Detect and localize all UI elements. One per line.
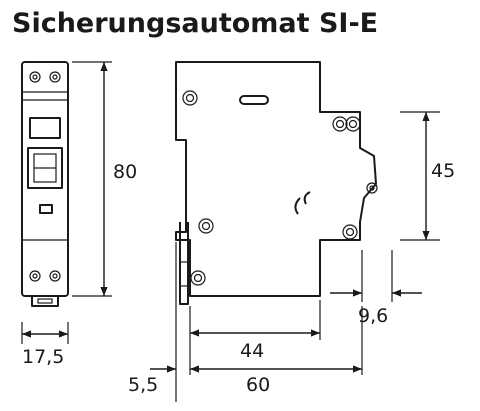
dim-5-5-label: 5,5 [128,374,158,396]
side-screw-middle-left [198,218,214,234]
dim-45-height: 45 [400,111,455,241]
side-screw-bottom-left [190,270,206,286]
side-screw-top-left [182,90,198,106]
front-bottom-right-screw [49,270,61,282]
front-top-right-screw [49,71,61,83]
side-view-arc-slot-2 [303,191,311,205]
front-view-body [21,61,69,297]
front-din-clip [31,296,59,307]
dim-17-5-label: 17,5 [22,346,64,368]
front-toggle-lever [27,147,63,189]
front-top-left-screw [29,71,41,83]
side-view-arc-slot-1 [294,197,301,215]
front-bottom-left-screw [29,270,41,282]
side-view [175,61,378,305]
dim-9-6-offset: 9,6 [330,250,422,327]
dim-17-5-width: 17,5 [21,322,69,368]
dim-80-label: 80 [113,161,137,183]
dim-45-label: 45 [431,160,455,182]
dim-44-depth: 44 [189,300,321,375]
dim-5-5-offset: 5,5 [128,242,177,402]
side-view-body [175,61,377,297]
side-view-din-foot [179,222,189,305]
dim-44-label: 44 [240,340,264,362]
front-view [21,61,69,307]
side-screw-middle-right [342,224,358,240]
side-view-slot [239,95,269,105]
dim-60-depth: 60 [190,306,363,396]
side-screw-top-right [332,116,361,132]
front-label-window [29,117,61,139]
dim-9-6-label: 9,6 [358,305,388,327]
side-lever-pivot [366,182,378,194]
dim-60-label: 60 [246,374,270,396]
diagram-title: Sicherungsautomat SI-E [12,8,378,39]
front-indicator [39,204,53,214]
dim-80-height: 80 [72,61,137,297]
